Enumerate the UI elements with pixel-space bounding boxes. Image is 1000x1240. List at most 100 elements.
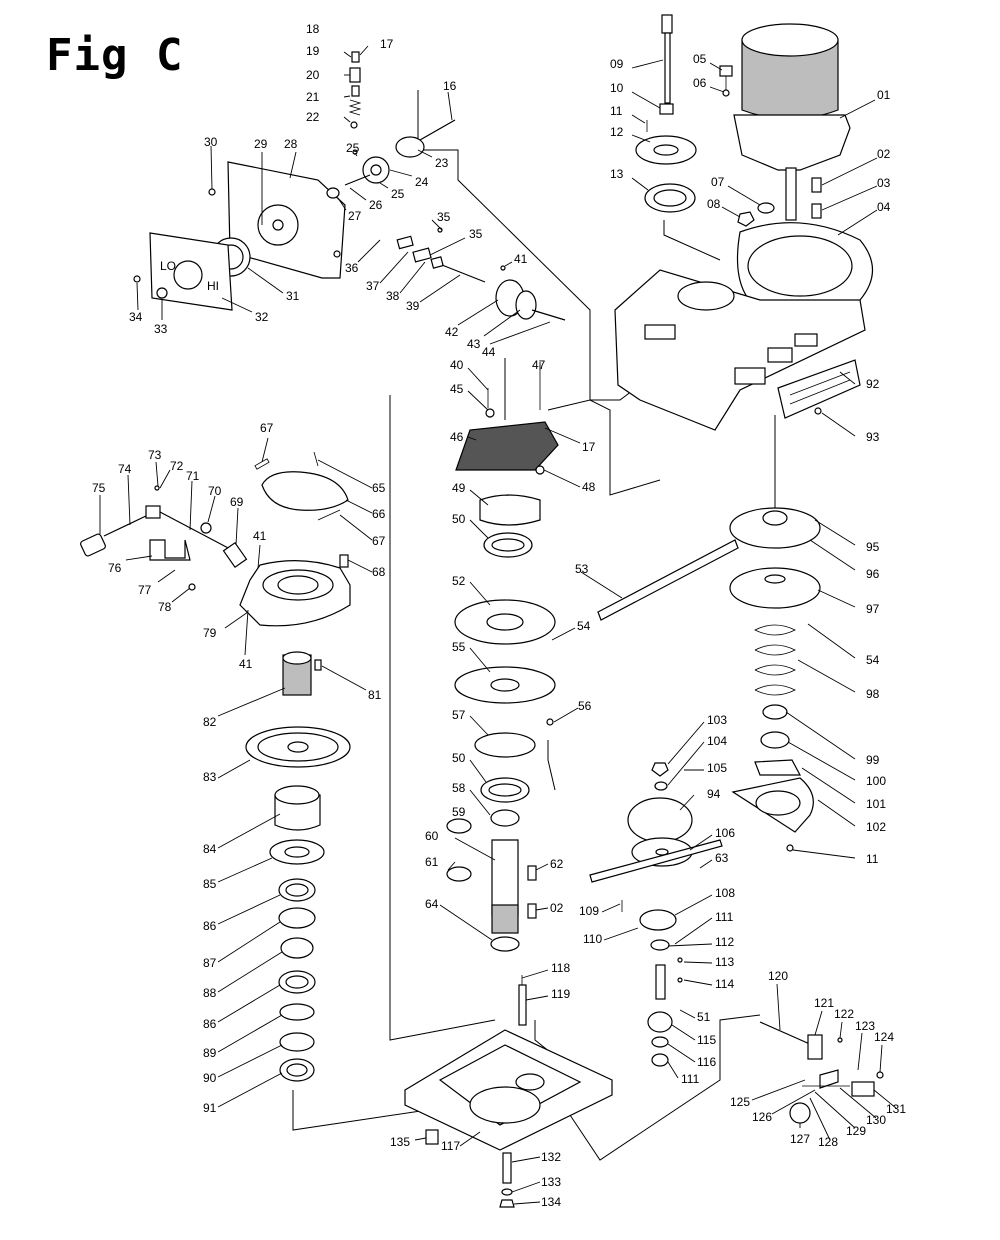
callout-label: 88: [203, 986, 217, 1000]
callout-label: 98: [866, 687, 880, 701]
callout-label: 81: [368, 688, 382, 702]
callout-label: 62: [550, 857, 564, 871]
callout-label: 50: [452, 751, 466, 765]
detent-stack: [348, 51, 362, 129]
callout-label: 71: [186, 469, 200, 483]
callout-label: 51: [697, 1010, 711, 1024]
callout-label: 67: [372, 534, 386, 548]
callout-label: 85: [203, 877, 217, 891]
callout-label: 59: [452, 805, 466, 819]
callout-label: 02: [550, 901, 564, 915]
leader-lines: [99, 45, 897, 1205]
callout-label: 53: [575, 562, 589, 576]
callout-label: 63: [715, 851, 729, 865]
callout-label: 69: [230, 495, 244, 509]
callout-label: 33: [154, 322, 168, 336]
micro-stop-assembly: [759, 1021, 884, 1124]
callout-label: 100: [866, 774, 886, 788]
callout-label: 67: [260, 421, 274, 435]
callout-label: 49: [452, 481, 466, 495]
quill-parts: [446, 365, 559, 952]
callout-label: 131: [886, 1102, 906, 1116]
callout-label: 37: [366, 279, 380, 293]
assembly-group-lines: [292, 90, 776, 1161]
callout-label: 124: [874, 1030, 894, 1044]
callout-label: 133: [541, 1175, 561, 1189]
callout-label: 54: [866, 653, 880, 667]
side-plate: [777, 359, 861, 419]
key-part: [811, 203, 822, 219]
callout-label: 25: [346, 141, 360, 155]
callout-label: 76: [108, 561, 122, 575]
callout-label: 93: [866, 430, 880, 444]
motor: [733, 23, 851, 221]
callout-label: 28: [284, 137, 298, 151]
callout-label: 122: [834, 1007, 854, 1021]
callout-label: 84: [203, 842, 217, 856]
callout-label: 86: [203, 1017, 217, 1031]
callout-label: 55: [452, 640, 466, 654]
callout-label: 120: [768, 969, 788, 983]
callout-label: 45: [450, 382, 464, 396]
callout-label: 57: [452, 708, 466, 722]
callout-label: 10: [610, 81, 624, 95]
callout-label: 54: [577, 619, 591, 633]
callout-label: 83: [203, 770, 217, 784]
gear-shaft: [326, 119, 456, 199]
callout-label: 41: [239, 657, 253, 671]
callout-label: 115: [697, 1033, 716, 1047]
callout-label: 31: [286, 289, 300, 303]
callout-label: 101: [866, 797, 886, 811]
shift-shaft: [396, 227, 486, 283]
callout-label: 77: [138, 583, 152, 597]
callout-label: 52: [452, 574, 466, 588]
callout-label: 20: [306, 68, 320, 82]
callout-label: 86: [203, 919, 217, 933]
callout-label: 113: [715, 955, 734, 969]
callout-label: 91: [203, 1101, 217, 1115]
cover-hi-text: HI: [207, 279, 219, 293]
callout-label: 118: [551, 961, 570, 975]
callout-label: 95: [866, 540, 880, 554]
callout-label: 105: [707, 761, 727, 775]
nut-part: [737, 211, 755, 227]
callout-label: 66: [372, 507, 386, 521]
feed-lever: [80, 485, 248, 591]
callout-label: 96: [866, 567, 880, 581]
spindle-top-parts: [635, 14, 697, 213]
callout-label: 38: [386, 289, 400, 303]
callout-label: 116: [697, 1055, 716, 1069]
callout-label: 94: [707, 787, 721, 801]
callout-label: 40: [450, 358, 464, 372]
callout-label: 117: [441, 1139, 460, 1153]
callout-label: 126: [752, 1110, 772, 1124]
callout-label: 56: [578, 699, 592, 713]
selector-knob: [495, 265, 566, 321]
callout-label: 36: [345, 261, 359, 275]
callout-label: 129: [846, 1124, 866, 1138]
callout-label: 114: [715, 977, 734, 991]
callout-label: 127: [790, 1132, 810, 1146]
callout-label: 89: [203, 1046, 217, 1060]
callout-label: 123: [855, 1019, 875, 1033]
ring-part: [757, 202, 775, 214]
callout-label: 29: [254, 137, 268, 151]
callout-label: 119: [551, 987, 570, 1001]
callout-label: 65: [372, 481, 386, 495]
callout-label: 06: [693, 76, 707, 90]
callout-label: 30: [204, 135, 218, 149]
callout-label: 32: [255, 310, 269, 324]
callout-label: 108: [715, 886, 735, 900]
callout-label: 26: [369, 198, 383, 212]
callout-label: 90: [203, 1071, 217, 1085]
callout-label: 41: [253, 529, 267, 543]
callout-label: 61: [425, 855, 439, 869]
callout-label: 112: [715, 935, 734, 949]
base-casting: [404, 975, 613, 1208]
callout-label: 68: [372, 565, 386, 579]
callout-label: 70: [208, 484, 222, 498]
callout-label: 104: [707, 734, 727, 748]
callout-label: 110: [583, 932, 602, 946]
callout-label: 79: [203, 626, 217, 640]
